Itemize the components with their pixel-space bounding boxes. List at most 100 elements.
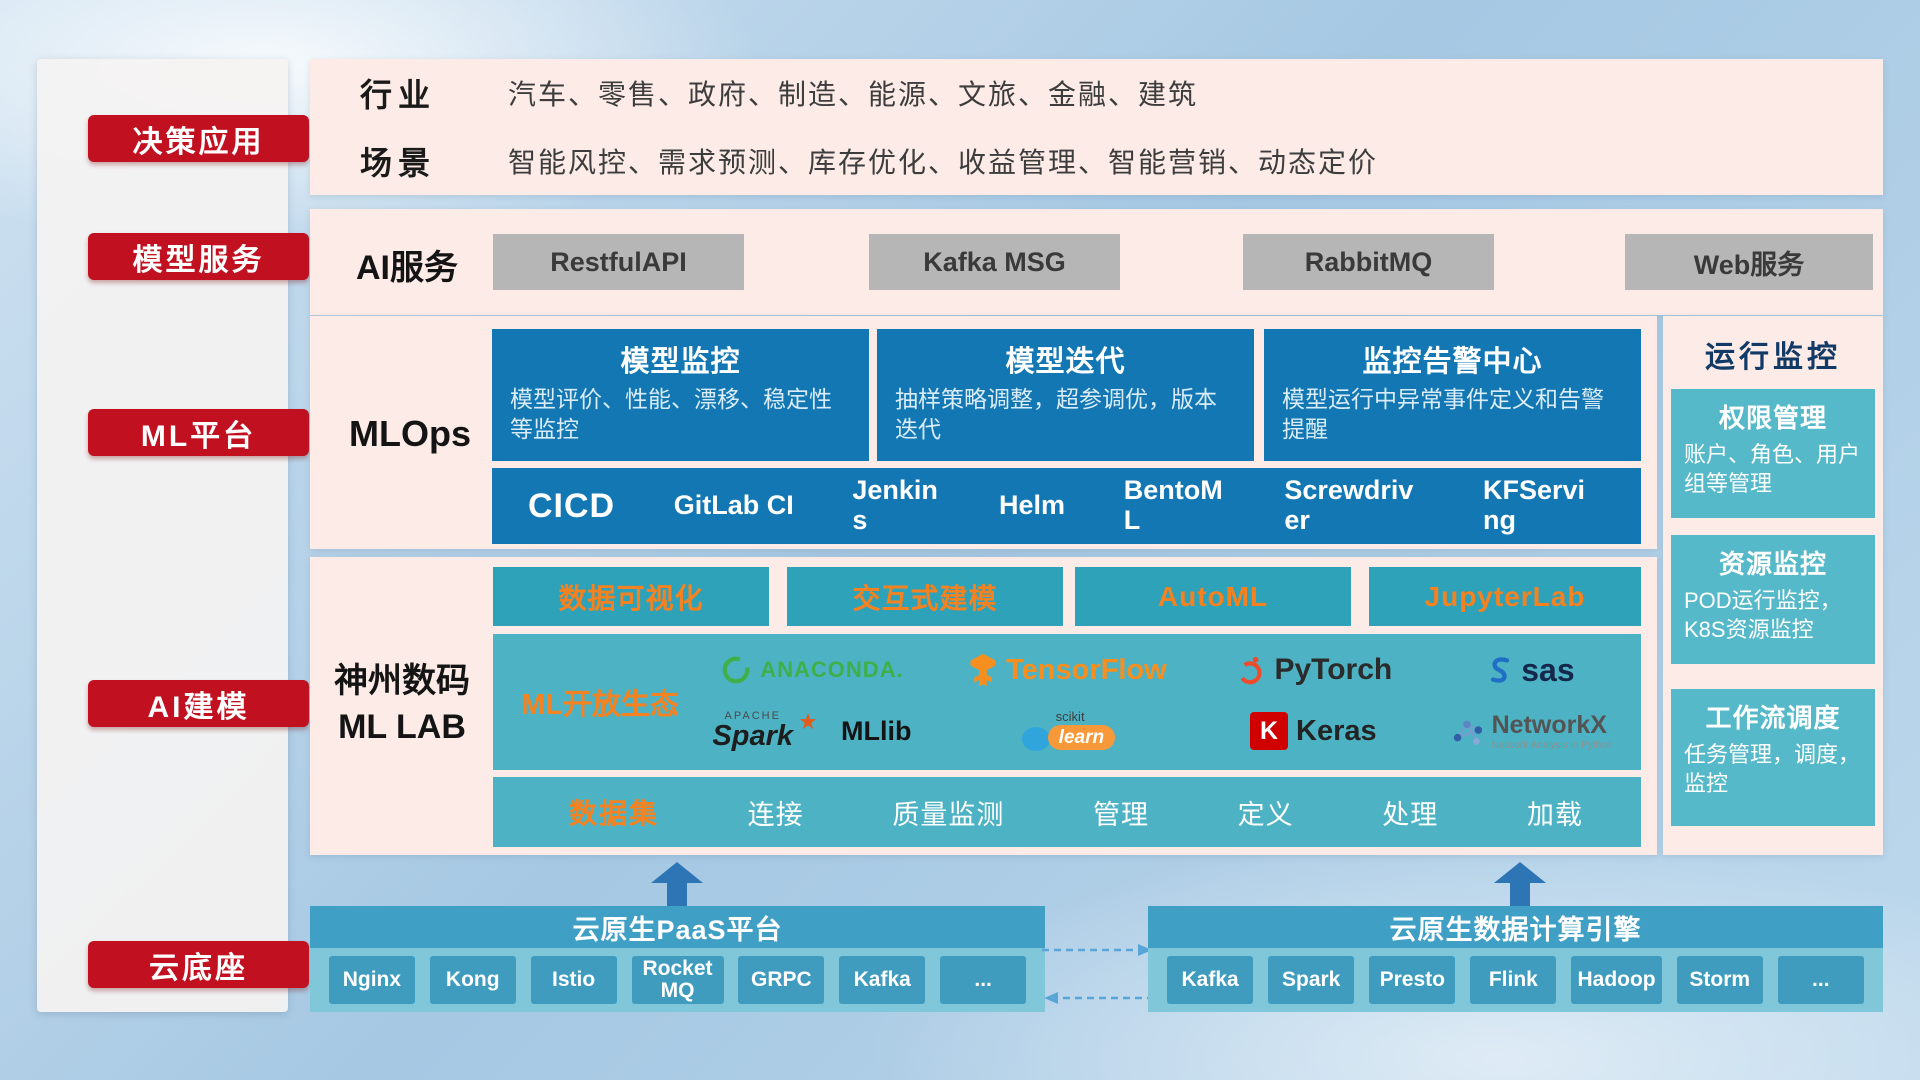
- runtime-monitor-panel: 运行监控 权限管理 账户、角色、用户组等管理 资源监控 POD运行监控，K8S资…: [1663, 316, 1883, 855]
- more-paas-chip: ...: [940, 956, 1027, 1004]
- networkx-logo: NetworkX Network Analysis in Python: [1427, 711, 1635, 751]
- industry-label: 行业: [360, 77, 437, 113]
- industry-scene-panel: 行业 汽车、零售、政府、制造、能源、文旅、金融、建筑 场景 智能风控、需求预测、…: [310, 59, 1883, 195]
- permission-card: 权限管理 账户、角色、用户组等管理: [1671, 389, 1875, 518]
- presto-chip: Presto: [1369, 956, 1456, 1004]
- cicd-item-kfserving: KFServing: [1482, 475, 1586, 535]
- cicd-item-screwdriver: Screwdriver: [1284, 475, 1414, 535]
- ai-service-panel: AI服务 RestfulAPI Kafka MSG RabbitMQ Web服务: [310, 209, 1883, 315]
- resource-monitor-desc: POD运行监控，K8S资源监控: [1684, 588, 1842, 642]
- mlops-panel: MLOps 模型监控 模型评价、性能、漂移、稳定性等监控 模型迭代 抽样策略调整…: [310, 316, 1657, 549]
- anaconda-text: ANACONDA.: [760, 657, 904, 682]
- industry-value: 汽车、零售、政府、制造、能源、文旅、金融、建筑: [508, 79, 1199, 110]
- paas-component-row: Nginx Kong Istio RocketMQ GRPC Kafka ...: [310, 948, 1045, 1012]
- sidebar-item-decision-apps: 决策应用: [88, 115, 309, 162]
- nginx-chip: Nginx: [328, 956, 415, 1004]
- cicd-bar: CICD GitLab CI Jenkins Helm BentoML Scre…: [492, 468, 1641, 544]
- workflow-schedule-desc: 任务管理，调度，监控: [1684, 742, 1861, 796]
- pytorch-text: PyTorch: [1274, 653, 1393, 686]
- model-iteration-title: 模型迭代: [1005, 346, 1126, 378]
- keras-logo: K Keras: [1200, 712, 1427, 750]
- up-arrow-engine-icon: [1494, 862, 1546, 906]
- apache-text: APACHE: [724, 710, 781, 722]
- scene-label: 场景: [360, 145, 437, 181]
- rabbitmq-button: RabbitMQ: [1243, 234, 1494, 290]
- keras-k-letter: K: [1260, 716, 1279, 745]
- tensorflow-icon: [970, 653, 996, 687]
- grpc-chip: GRPC: [738, 956, 825, 1004]
- model-monitoring-title: 模型监控: [620, 346, 741, 378]
- anaconda-icon: [722, 656, 750, 684]
- sas-logo: sas: [1427, 652, 1635, 689]
- mllab-label-line2: ML LAB: [338, 707, 466, 746]
- engine-title-bar: 云原生数据计算引擎: [1148, 906, 1883, 948]
- data-visualization-button: 数据可视化: [493, 567, 769, 626]
- resource-monitor-card: 资源监控 POD运行监控，K8S资源监控: [1671, 535, 1875, 664]
- permission-desc: 账户、角色、用户组等管理: [1684, 442, 1861, 496]
- more-engine-chip: ...: [1777, 956, 1864, 1004]
- ml-ecosystem-panel: ML开放生态 ANACONDA. TensorFlow: [493, 634, 1641, 770]
- kong-chip: Kong: [429, 956, 516, 1004]
- dataset-bar: 数据集 连接 质量监测 管理 定义 处理 加载: [493, 777, 1641, 847]
- scikit-learn-icon: [1021, 726, 1050, 751]
- interactive-modeling-button: 交互式建模: [787, 567, 1063, 626]
- spark-mllib-logo: APACHE Spark MLlib: [689, 711, 935, 751]
- permission-title: 权限管理: [1718, 403, 1827, 433]
- learn-text: learn: [1047, 725, 1116, 750]
- spark-wordmark: APACHE Spark: [712, 711, 793, 751]
- model-iteration-desc: 抽样策略调整，超参调优，版本迭代: [895, 386, 1217, 442]
- dataset-item-process: 处理: [1382, 799, 1439, 830]
- scikit-learn-logo: scikit learn: [935, 710, 1200, 753]
- restfulapi-button: RestfulAPI: [493, 234, 744, 290]
- alert-center-desc: 模型运行中异常事件定义和告警提醒: [1282, 386, 1604, 442]
- scikit-text: scikit: [1055, 708, 1085, 724]
- spark-text: Spark: [712, 720, 794, 752]
- model-iteration-card: 模型迭代 抽样策略调整，超参调优，版本迭代: [877, 329, 1254, 461]
- dataset-item-load: 加载: [1526, 799, 1583, 830]
- networkx-text: NetworkX: [1491, 710, 1607, 739]
- spark-chip: Spark: [1268, 956, 1355, 1004]
- cicd-item-bentoml: BentoML: [1123, 475, 1223, 535]
- dataset-item-manage: 管理: [1092, 799, 1149, 830]
- cicd-item-gitlab-ci: GitLab CI: [673, 490, 794, 521]
- paas-title-bar: 云原生PaaS平台: [310, 906, 1045, 948]
- dataset-label: 数据集: [569, 798, 660, 829]
- hadoop-chip: Hadoop: [1571, 956, 1662, 1004]
- sas-icon: [1491, 657, 1510, 683]
- sidebar-item-ml-platform: ML平台: [88, 409, 309, 456]
- dataset-item-connect: 连接: [747, 799, 804, 830]
- data-flow-arrows-icon: [1042, 944, 1154, 1004]
- flink-chip: Flink: [1470, 956, 1557, 1004]
- mllab-label: 神州数码 ML LAB: [318, 659, 486, 751]
- up-arrow-paas-icon: [651, 862, 703, 906]
- kafka-chip: Kafka: [839, 956, 926, 1004]
- web-service-button: Web服务: [1625, 234, 1873, 290]
- kafka-msg-button: Kafka MSG: [869, 234, 1120, 290]
- alert-center-title: 监控告警中心: [1362, 346, 1543, 378]
- istio-chip: Istio: [530, 956, 617, 1004]
- anaconda-logo: ANACONDA.: [689, 654, 935, 686]
- ai-service-label: AI服务: [356, 249, 458, 287]
- sidebar-item-ai-modeling: AI建模: [88, 680, 309, 727]
- dataset-item-define: 定义: [1237, 799, 1294, 830]
- networkx-icon: [1453, 720, 1482, 745]
- ml-ecosystem-label: ML开放生态: [521, 689, 679, 721]
- pytorch-logo: PyTorch: [1200, 653, 1427, 687]
- storm-chip: Storm: [1676, 956, 1763, 1004]
- dataset-item-quality: 质量监测: [892, 799, 1005, 830]
- alert-center-card: 监控告警中心 模型运行中异常事件定义和告警提醒: [1264, 329, 1641, 461]
- sidebar-item-cloud-base: 云底座: [88, 941, 309, 988]
- engine-component-row: Kafka Spark Presto Flink Hadoop Storm ..…: [1148, 948, 1883, 1012]
- cicd-label: CICD: [528, 486, 616, 525]
- tensorflow-logo: TensorFlow: [935, 653, 1200, 687]
- cicd-item-jenkins: Jenkins: [852, 475, 938, 535]
- keras-icon: K: [1250, 712, 1289, 750]
- networkx-subtext: Network Analysis in Python: [1491, 739, 1613, 751]
- mlops-label: MLOps: [349, 413, 471, 454]
- jupyterlab-button: JupyterLab: [1369, 567, 1641, 626]
- tensorflow-text: TensorFlow: [1006, 653, 1167, 686]
- mllib-text: MLlib: [841, 715, 912, 746]
- automl-button: AutoML: [1075, 567, 1351, 626]
- pytorch-icon: [1238, 656, 1262, 685]
